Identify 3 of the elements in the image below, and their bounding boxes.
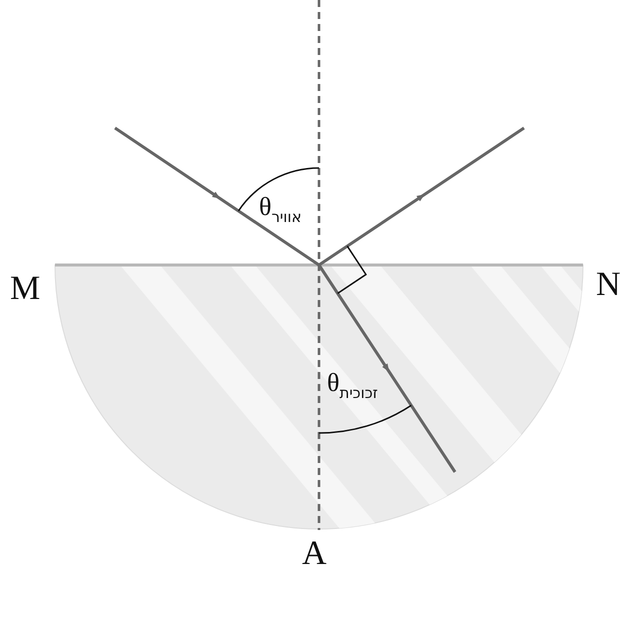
point-label: N xyxy=(596,268,621,302)
point-label: M xyxy=(10,272,40,306)
point-label: A xyxy=(302,537,327,571)
